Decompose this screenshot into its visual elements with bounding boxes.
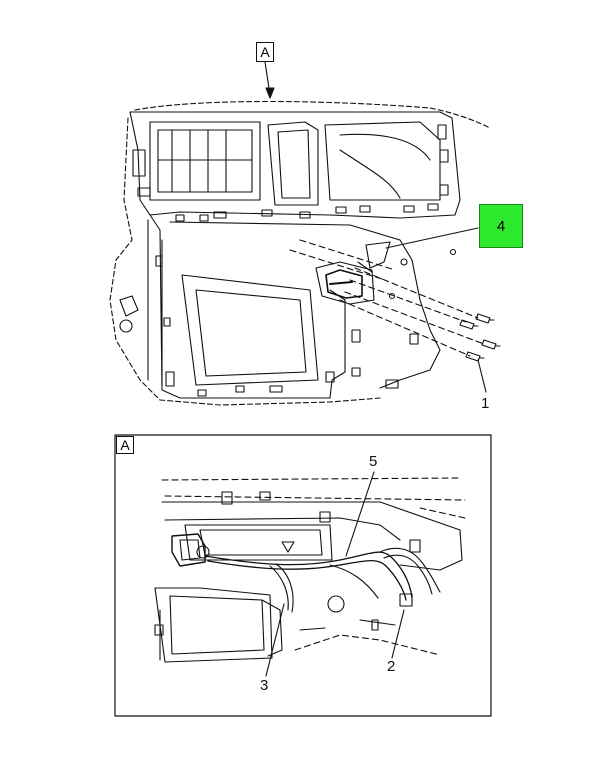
- callout-5: 5: [369, 453, 378, 470]
- screw-icon: [475, 313, 495, 324]
- upper-assembly-drawing: [109, 61, 501, 406]
- detail-view-drawing: [114, 434, 492, 717]
- view-label-top: A: [256, 42, 274, 62]
- callout-1: 1: [481, 395, 490, 412]
- screw-icon: [465, 351, 485, 362]
- view-label-detail: A: [116, 436, 134, 454]
- screw-icon: [459, 319, 479, 330]
- screw-icon: [481, 339, 501, 350]
- callout-2: 2: [387, 658, 396, 675]
- callout-3: 3: [260, 677, 269, 694]
- callout-4-highlight[interactable]: 4: [479, 204, 523, 248]
